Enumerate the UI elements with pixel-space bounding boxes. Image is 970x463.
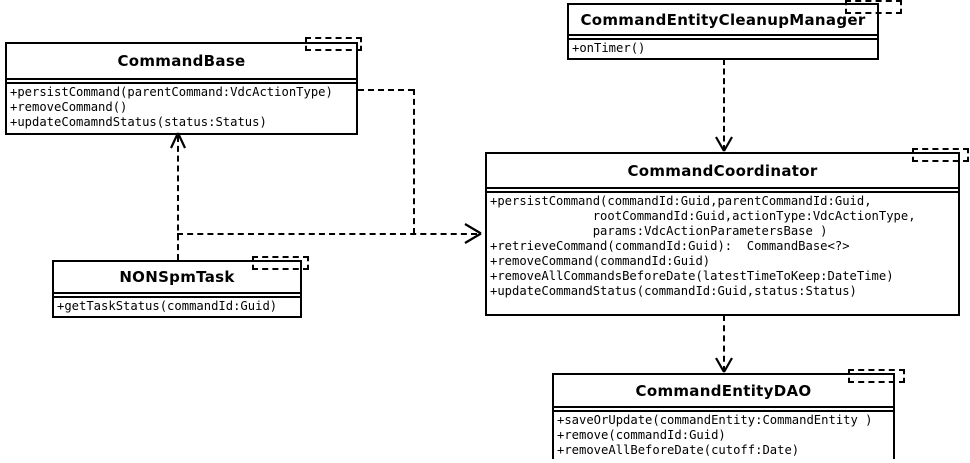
class-operation: +removeAllBeforeDate(cutoff:Date) bbox=[557, 443, 800, 457]
class-name-nonspm-task: NONSpmTask bbox=[119, 268, 235, 286]
class-name-command-base: CommandBase bbox=[117, 52, 246, 70]
dependency-arrowhead-right-icon bbox=[462, 222, 484, 245]
dependency-arrowhead-down-coordinator-icon bbox=[714, 135, 734, 153]
class-attributes-compartment-nonspm-task bbox=[54, 294, 300, 298]
class-operation: +updateComamndStatus(status:Status) bbox=[10, 115, 267, 129]
class-box-nonspm-task[interactable]: NONSpmTask +getTaskStatus(commandId:Guid… bbox=[52, 260, 302, 318]
connector-cleanupmanager-to-coordinator-vertical bbox=[723, 59, 725, 151]
class-name-command-entity-cleanup-manager: CommandEntityCleanupManager bbox=[580, 10, 866, 29]
class-operation: +persistCommand(parentCommand:VdcActionT… bbox=[10, 85, 333, 99]
class-operation: +onTimer() bbox=[572, 41, 646, 55]
class-attributes-compartment-command-base bbox=[7, 80, 356, 84]
class-title-compartment-cleanup-manager: CommandEntityCleanupManager bbox=[569, 5, 877, 36]
class-box-command-base[interactable]: CommandBase +persistCommand(parentComman… bbox=[5, 42, 358, 135]
connector-dependency-horizontal-to-coordinator bbox=[177, 233, 477, 235]
class-operation: +updateCommandStatus(commandId:Guid,stat… bbox=[490, 284, 857, 298]
dependency-arrowhead-down-dao-icon bbox=[714, 356, 734, 374]
class-operation: params:VdcActionParametersBase ) bbox=[490, 224, 828, 238]
class-box-command-entity-cleanup-manager[interactable]: CommandEntityCleanupManager +onTimer() bbox=[567, 3, 879, 60]
class-operation: +removeCommand() bbox=[10, 100, 128, 114]
class-name-command-entity-dao: CommandEntityDAO bbox=[635, 381, 812, 400]
class-attributes-compartment-cleanup-manager bbox=[569, 36, 877, 40]
class-attributes-compartment-command-coordinator bbox=[487, 189, 958, 193]
class-operations-compartment-command-entity-dao: +saveOrUpdate(commandEntity:CommandEntit… bbox=[554, 412, 893, 460]
connector-coordinator-to-dao-vertical bbox=[723, 315, 725, 372]
class-operation: +remove(commandId:Guid) bbox=[557, 428, 726, 442]
class-operation: +getTaskStatus(commandId:Guid) bbox=[57, 299, 278, 313]
realization-arrowhead-up-icon bbox=[168, 132, 188, 150]
class-title-compartment-command-base: CommandBase bbox=[7, 44, 356, 80]
connector-nonspmtask-to-commandbase-vertical bbox=[177, 136, 179, 260]
class-operations-compartment-cleanup-manager: +onTimer() bbox=[569, 40, 877, 58]
class-operation: +retrieveCommand(commandId:Guid): Comman… bbox=[490, 239, 850, 253]
class-box-command-coordinator[interactable]: CommandCoordinator +persistCommand(comma… bbox=[485, 152, 960, 316]
class-operation: +saveOrUpdate(commandEntity:CommandEntit… bbox=[557, 413, 873, 427]
class-box-command-entity-dao[interactable]: CommandEntityDAO +saveOrUpdate(commandEn… bbox=[552, 373, 895, 460]
class-title-compartment-command-coordinator: CommandCoordinator bbox=[487, 154, 958, 189]
class-name-command-coordinator: CommandCoordinator bbox=[627, 161, 818, 180]
class-operations-compartment-command-base: +persistCommand(parentCommand:VdcActionT… bbox=[7, 84, 356, 132]
class-attributes-compartment-command-entity-dao bbox=[554, 408, 893, 412]
class-operation: +removeCommand(commandId:Guid) bbox=[490, 254, 711, 268]
class-title-compartment-nonspm-task: NONSpmTask bbox=[54, 262, 300, 294]
class-operation: +persistCommand(commandId:Guid,parentCom… bbox=[490, 194, 872, 208]
class-operations-compartment-command-coordinator: +persistCommand(commandId:Guid,parentCom… bbox=[487, 193, 958, 301]
connector-commandbase-to-coordinator-vertical bbox=[413, 89, 415, 234]
class-operations-compartment-nonspm-task: +getTaskStatus(commandId:Guid) bbox=[54, 298, 300, 316]
class-operation: +removeAllCommandsBeforeDate(latestTimeT… bbox=[490, 269, 894, 283]
connector-commandbase-to-coordinator-horizontal-top bbox=[358, 89, 414, 91]
class-operation: rootCommandId:Guid,actionType:VdcActionT… bbox=[490, 209, 916, 223]
class-title-compartment-command-entity-dao: CommandEntityDAO bbox=[554, 375, 893, 408]
